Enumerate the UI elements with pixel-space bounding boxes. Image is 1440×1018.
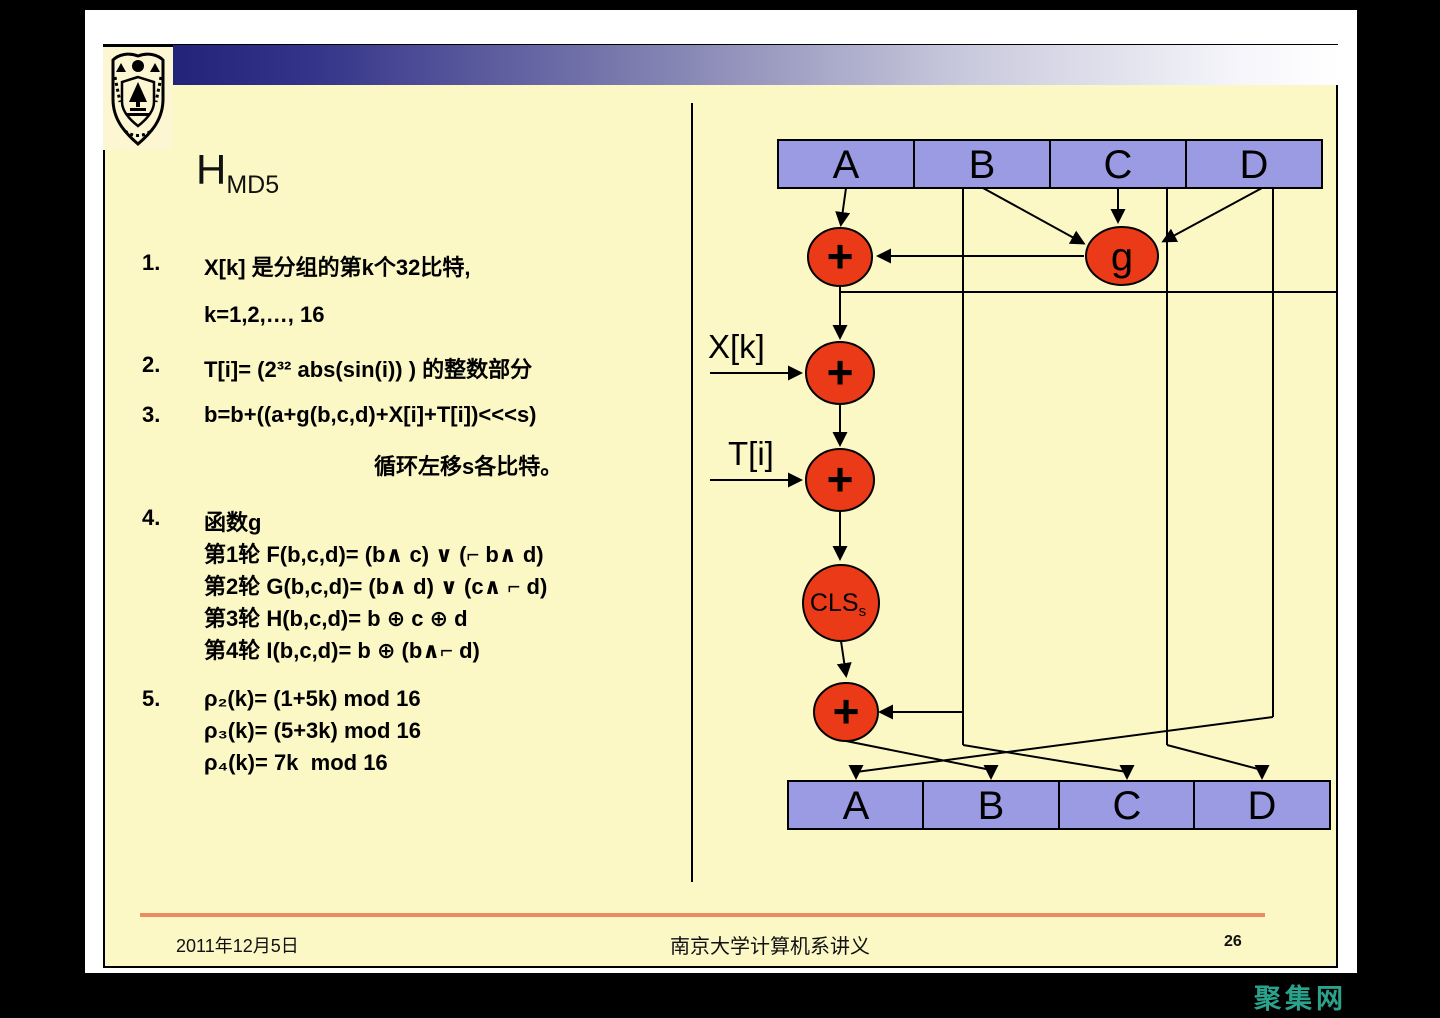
- svg-text:+: +: [827, 346, 854, 398]
- list-item: 第1轮 F(b,c,d)= (b∧ c) ∨ (⌐ b∧ d): [204, 542, 544, 567]
- list-item: T[i]= (2³² abs(sin(i)) ) 的整数部分: [204, 357, 533, 382]
- list-item: 第2轮 G(b,c,d)= (b∧ d) ∨ (c∧ ⌐ d): [204, 574, 548, 599]
- register-a-top: A: [833, 143, 860, 187]
- list-item: 第3轮 H(b,c,d)= b ⊕ c ⊕ d: [204, 606, 468, 631]
- list-number: 2.: [142, 352, 161, 377]
- arrow-c-to-d: [1166, 744, 1270, 780]
- title-main: H: [196, 146, 227, 193]
- adder-node-1: +: [807, 227, 873, 287]
- register-c-bottom: C: [1113, 784, 1142, 828]
- header-gradient-bar: [173, 45, 1338, 85]
- watermark-text: 聚集网: [1254, 984, 1347, 1014]
- list-item: ρ₄(k)= 7k mod 16: [204, 750, 388, 775]
- arrow-a-to-plus1: [835, 187, 851, 227]
- list-item: X[k] 是分组的第k个32比特,: [204, 255, 471, 280]
- svg-text:+: +: [827, 453, 854, 505]
- svg-text:+: +: [833, 685, 860, 737]
- register-d-top: D: [1240, 143, 1269, 187]
- list-item: 第4轮 I(b,c,d)= b ⊕ (b∧⌐ d): [204, 638, 480, 663]
- list-number: 5.: [142, 686, 161, 711]
- svg-text:+: +: [827, 230, 854, 282]
- arrow-d-to-g: [1161, 187, 1263, 243]
- md5-operation-diagram: A B C D g + X[k] + T[i] + CLSs +: [680, 95, 1340, 890]
- cls-label: CLS: [810, 589, 859, 617]
- list-item: k=1,2,…, 16: [204, 302, 325, 327]
- g-label: g: [1111, 235, 1133, 279]
- list-item: 循环左移s各比特。: [374, 454, 563, 479]
- arrow-result-to-b: [845, 740, 999, 780]
- footer-rule: [140, 913, 1265, 917]
- register-b-bottom: B: [978, 784, 1005, 828]
- svg-text:CLSs: CLSs: [810, 589, 866, 620]
- arrow-b-to-g: [982, 187, 1086, 245]
- arrow-b-to-c: [962, 744, 1135, 780]
- arrow-d-to-a: [848, 716, 1274, 780]
- xk-label: X[k]: [708, 328, 765, 365]
- list-number: 4.: [142, 505, 161, 530]
- list-item: b=b+((a+g(b,c,d)+X[i]+T[i])<<<s): [204, 402, 537, 427]
- cls-subscript: s: [859, 603, 867, 620]
- list-item: ρ₂(k)= (1+5k) mod 16: [204, 686, 421, 711]
- register-b-top: B: [969, 143, 996, 187]
- list-number: 3.: [142, 402, 161, 427]
- register-a-bottom: A: [843, 784, 870, 828]
- register-row-top: A B C D: [777, 139, 1323, 189]
- adder-node-2: +: [805, 341, 875, 405]
- title-subscript: MD5: [226, 171, 280, 199]
- page-title: HMD5: [196, 146, 279, 199]
- ti-label: T[i]: [728, 435, 774, 472]
- register-row-bottom: A B C D: [787, 780, 1331, 830]
- register-d-bottom: D: [1248, 784, 1277, 828]
- g-function-node: g: [1085, 226, 1159, 286]
- nanjing-university-seal-icon: [111, 52, 165, 146]
- footer-date: 2011年12月5日: [176, 936, 299, 956]
- list-item: 函数g: [204, 510, 262, 535]
- arrow-cls-to-plus4: [836, 640, 852, 678]
- list-item: ρ₃(k)= (5+3k) mod 16: [204, 718, 421, 743]
- register-c-top: C: [1104, 143, 1133, 187]
- adder-node-3: +: [805, 448, 875, 512]
- cls-shift-node: CLSs: [802, 564, 880, 642]
- footer-page-number: 26: [1224, 933, 1242, 950]
- adder-node-4: +: [813, 682, 879, 742]
- university-logo: [103, 44, 173, 150]
- footer-lecture-title: 南京大学计算机系讲义: [670, 936, 870, 958]
- list-number: 1.: [142, 250, 161, 275]
